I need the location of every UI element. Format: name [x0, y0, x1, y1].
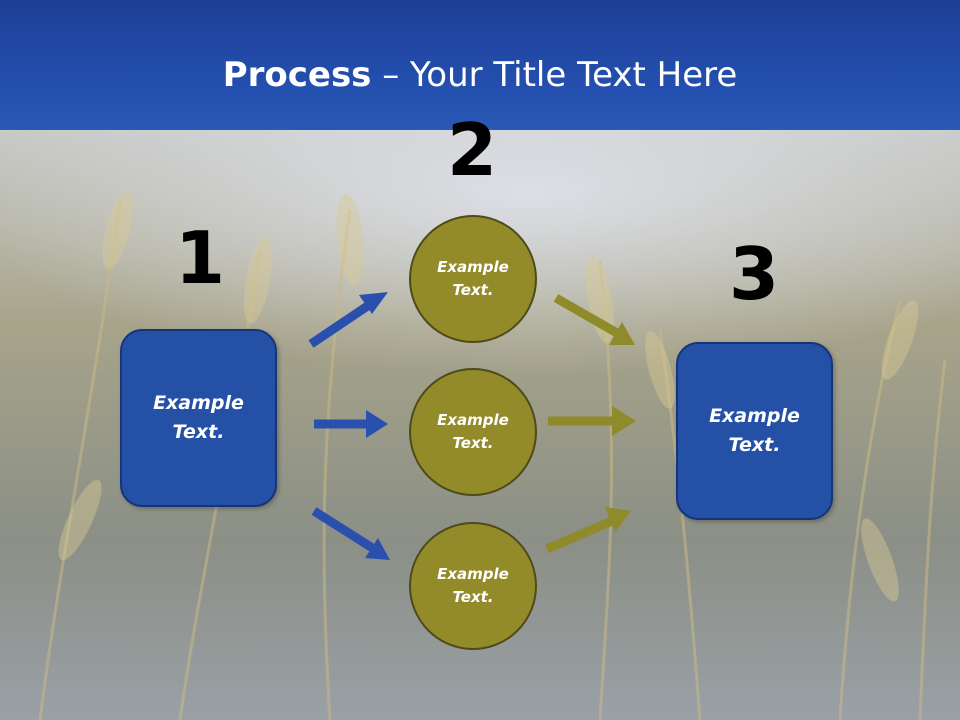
arrow-left-to-middle	[314, 410, 388, 438]
arrow-bottom-to-right	[545, 507, 631, 554]
slide-title: Process – Your Title Text Here	[0, 50, 960, 100]
step-number-2: 2	[446, 108, 498, 192]
arrow-top-to-right	[553, 294, 635, 345]
title-rest: – Your Title Text Here	[371, 55, 738, 95]
circle-bottom-line2: Text.	[452, 588, 494, 606]
circle-middle-line2: Text.	[452, 434, 494, 452]
step-number-3: 3	[728, 232, 780, 316]
circle-top-line1: Example	[437, 258, 509, 276]
circle-bottom-line1: Example	[437, 565, 509, 583]
arrow-middle-to-right	[548, 406, 636, 436]
step-1-label-line1: Example	[153, 392, 244, 414]
arrow-left-to-bottom	[311, 507, 390, 560]
title-bold: Process	[222, 55, 372, 95]
step-1-label-line2: Text.	[172, 421, 225, 443]
step-number-1: 1	[174, 216, 226, 300]
step-3-label-line1: Example	[709, 405, 800, 427]
step-3-label-line2: Text.	[728, 434, 781, 456]
arrow-left-to-top	[308, 292, 388, 348]
circle-middle-line1: Example	[437, 411, 509, 429]
blue-arrows	[308, 292, 390, 560]
olive-arrows	[545, 294, 636, 554]
circle-top-line2: Text.	[452, 281, 494, 299]
header-band	[0, 0, 960, 130]
